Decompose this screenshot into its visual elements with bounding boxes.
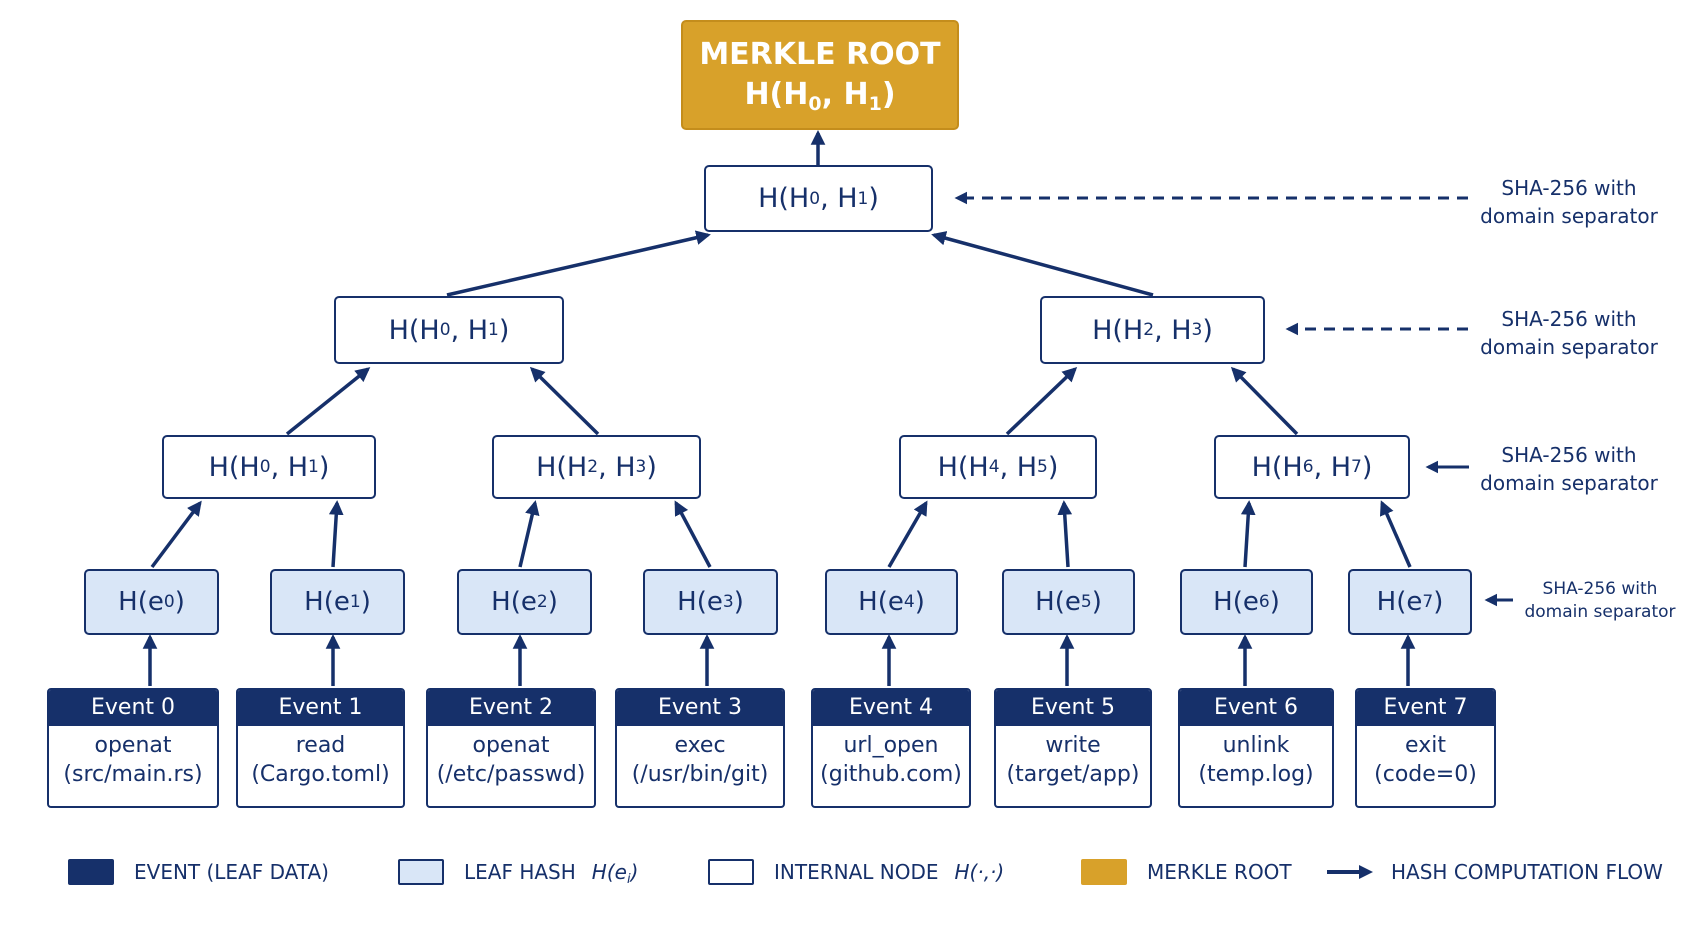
event-operation: write — [1045, 733, 1101, 758]
legend-internal-formula: H(·,·) — [954, 860, 1005, 884]
legend-leaf-hash: LEAF HASH H(ei) — [398, 857, 638, 887]
arrow-l2a-l1 — [446, 230, 711, 297]
legend-leaf-label: LEAF HASH — [464, 860, 576, 884]
arrow-leaf1-l3 — [328, 500, 344, 568]
legend-internal-label: INTERNAL NODE — [774, 860, 939, 884]
arrow-leaf3-l3 — [674, 500, 712, 568]
event-label: Event 1 — [238, 690, 403, 726]
legend-event: EVENT (LEAF DATA) — [68, 857, 329, 887]
event-argument: (code=0) — [1374, 762, 1477, 787]
event-label: Event 0 — [49, 690, 217, 726]
event-argument: (temp.log) — [1198, 762, 1314, 787]
event-argument: (github.com) — [820, 762, 962, 787]
arrow-leaf4-l3 — [887, 500, 928, 568]
arrow-leaf6-l3 — [1240, 500, 1256, 568]
event-label: Event 6 — [1180, 690, 1332, 726]
legend-root-swatch — [1081, 859, 1127, 885]
event-card: Event 5 write (target/app) — [994, 688, 1152, 808]
event-argument: (target/app) — [1006, 762, 1140, 787]
arrow-l3b-l2 — [529, 366, 600, 436]
arrow-l2b-l1 — [931, 231, 1154, 297]
event-argument: (/usr/bin/git) — [631, 762, 769, 787]
event-card: Event 2 openat (/etc/passwd) — [426, 688, 596, 808]
event-card: Event 7 exit (code=0) — [1355, 688, 1496, 808]
merkle-root-formula: H(H0, H1) — [744, 77, 896, 115]
legend-event-label: EVENT (LEAF DATA) — [134, 860, 329, 884]
event-card: Event 0 openat (src/main.rs) — [47, 688, 219, 808]
event-operation: exec — [674, 733, 726, 758]
event-operation: openat — [472, 733, 550, 758]
arrow-l3c-l2 — [1005, 366, 1078, 436]
event-operation: openat — [94, 733, 172, 758]
legend-internal-node: INTERNAL NODE H(·,·) — [708, 857, 1004, 887]
arrow-right-icon — [1327, 865, 1373, 879]
event-card: Event 3 exec (/usr/bin/git) — [615, 688, 785, 808]
legend-flow-label: HASH COMPUTATION FLOW — [1391, 860, 1663, 884]
legend-leaf-swatch — [398, 859, 444, 885]
event-label: Event 7 — [1357, 690, 1494, 726]
legend-merkle-root: MERKLE ROOT — [1081, 857, 1292, 887]
event-argument: (/etc/passwd) — [436, 762, 586, 787]
legend-event-swatch — [68, 859, 114, 885]
merkle-root-title: MERKLE ROOT — [699, 37, 941, 72]
merkle-root-node: MERKLE ROOT H(H0, H1) — [681, 20, 959, 130]
legend-internal-swatch — [708, 859, 754, 885]
event-label: Event 5 — [996, 690, 1150, 726]
event-label: Event 3 — [617, 690, 783, 726]
event-operation: unlink — [1222, 733, 1290, 758]
event-label: Event 2 — [428, 690, 594, 726]
arrow-leaf2-l3 — [518, 500, 540, 568]
arrow-leaf7-l3 — [1379, 500, 1412, 568]
event-argument: (src/main.rs) — [63, 762, 203, 787]
arrow-l3a-l2 — [285, 367, 371, 436]
arrow-leaf0-l3 — [150, 500, 202, 569]
legend-leaf-formula: H(ei) — [591, 860, 639, 887]
legend-flow: HASH COMPUTATION FLOW — [1325, 857, 1663, 887]
event-card: Event 1 read (Cargo.toml) — [236, 688, 405, 808]
event-card: Event 4 url_open (github.com) — [811, 688, 971, 808]
arrow-leaf5-l3 — [1057, 500, 1073, 568]
legend-root-label: MERKLE ROOT — [1147, 860, 1292, 884]
arrow-l3d-l2 — [1230, 366, 1299, 436]
event-label: Event 4 — [813, 690, 969, 726]
event-operation: exit — [1405, 733, 1446, 758]
event-card: Event 6 unlink (temp.log) — [1178, 688, 1334, 808]
event-argument: (Cargo.toml) — [251, 762, 390, 787]
event-operation: url_open — [843, 733, 939, 758]
event-operation: read — [295, 733, 346, 758]
